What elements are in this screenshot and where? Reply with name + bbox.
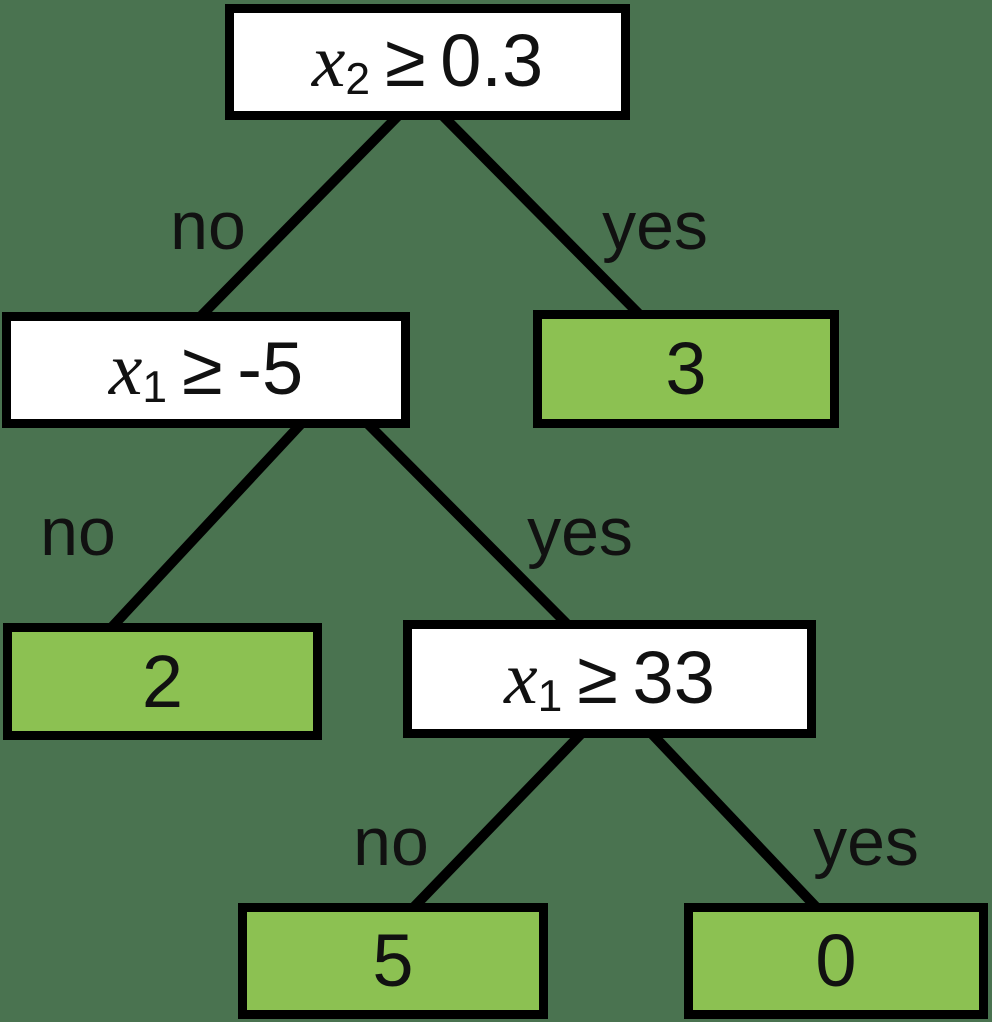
operator-geq: ≥ — [577, 636, 618, 720]
variable-x: x — [504, 637, 538, 721]
leaf-value: 2 — [141, 639, 184, 723]
edge-x133-no — [409, 730, 585, 912]
edge-x133-yes — [648, 730, 821, 912]
leaf-node-2: 2 — [3, 623, 322, 740]
node-x2-ge-03: x2 ≥0.3 — [225, 4, 630, 120]
node-x1-ge-33: x1 ≥33 — [403, 620, 816, 738]
variable-subscript: 1 — [142, 363, 168, 413]
leaf-value: 5 — [372, 919, 414, 1002]
variable-x: x — [108, 328, 143, 412]
edge-x1neg5-no — [107, 420, 305, 632]
operator-geq: ≥ — [181, 327, 223, 411]
edge-label-x1neg5-no: no — [40, 494, 116, 570]
node-x2-ge-03-label: x2≥0.3 — [312, 24, 543, 102]
edge-label-root-no: no — [170, 188, 246, 264]
operator-geq: ≥ — [384, 19, 426, 103]
leaf-value: 3 — [665, 327, 707, 410]
edge-label-x133-yes: yes — [813, 804, 919, 880]
variable-subscript: 1 — [537, 672, 563, 722]
leaf-value: 0 — [815, 919, 857, 1002]
edge-x1neg5-yes — [364, 420, 571, 628]
threshold-value: 0.3 — [440, 19, 544, 103]
edge-root-no — [195, 112, 402, 322]
node-x1-ge-33-label: x1≥33 — [504, 641, 715, 719]
edge-label-x133-no: no — [353, 804, 429, 880]
threshold-value: -5 — [237, 327, 304, 411]
leaf-node-5: 5 — [238, 903, 548, 1019]
node-x1-ge-neg5: x1 ≥-5 — [2, 312, 410, 428]
edge-label-x1neg5-yes: yes — [527, 494, 633, 570]
node-x1-ge-neg5-label: x1≥-5 — [109, 332, 303, 410]
edge-label-root-yes: yes — [602, 188, 708, 264]
variable-x: x — [311, 20, 346, 104]
leaf-node-0: 0 — [684, 903, 988, 1019]
leaf-node-3: 3 — [533, 310, 839, 428]
threshold-value: 33 — [632, 636, 715, 720]
edge-root-yes — [439, 112, 645, 320]
variable-subscript: 2 — [345, 55, 371, 105]
